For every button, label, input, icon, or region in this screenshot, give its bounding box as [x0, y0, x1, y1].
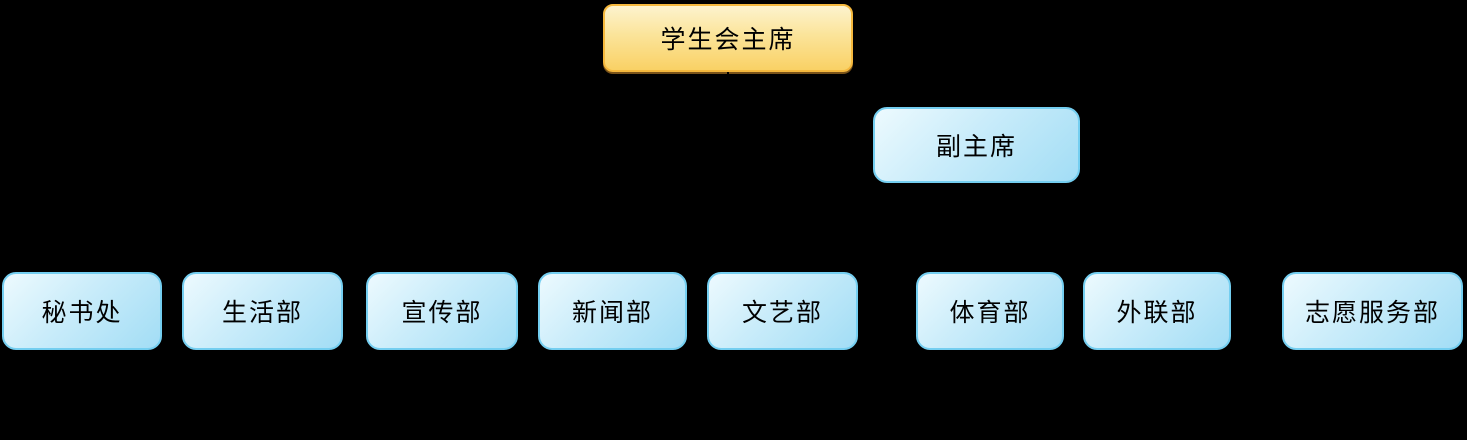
- node-department-publicity: 宣传部: [366, 272, 518, 350]
- node-vice-president: 副主席: [873, 107, 1080, 183]
- node-department-label: 体育部: [949, 298, 1031, 327]
- node-department-label: 生活部: [221, 298, 303, 327]
- node-department-label: 文艺部: [741, 298, 823, 327]
- node-department-label: 志愿服务部: [1304, 298, 1440, 327]
- node-department-news: 新闻部: [538, 272, 687, 350]
- node-department-label: 外联部: [1116, 298, 1198, 327]
- node-president: 学生会主席: [603, 4, 853, 72]
- node-department-volunteer-service: 志愿服务部: [1282, 272, 1463, 350]
- connector-group: [81, 72, 1373, 272]
- connector-president-vp: [727, 72, 977, 107]
- node-department-secretariat: 秘书处: [2, 272, 162, 350]
- node-department-label: 宣传部: [401, 298, 483, 327]
- node-department-sports: 体育部: [916, 272, 1064, 350]
- node-department-external-relations: 外联部: [1083, 272, 1231, 350]
- node-department-label: 秘书处: [41, 298, 123, 327]
- node-president-label: 学生会主席: [660, 25, 796, 54]
- node-department-life: 生活部: [182, 272, 343, 350]
- node-department-label: 新闻部: [571, 298, 653, 327]
- node-vice-president-label: 副主席: [935, 132, 1017, 161]
- node-department-arts: 文艺部: [707, 272, 858, 350]
